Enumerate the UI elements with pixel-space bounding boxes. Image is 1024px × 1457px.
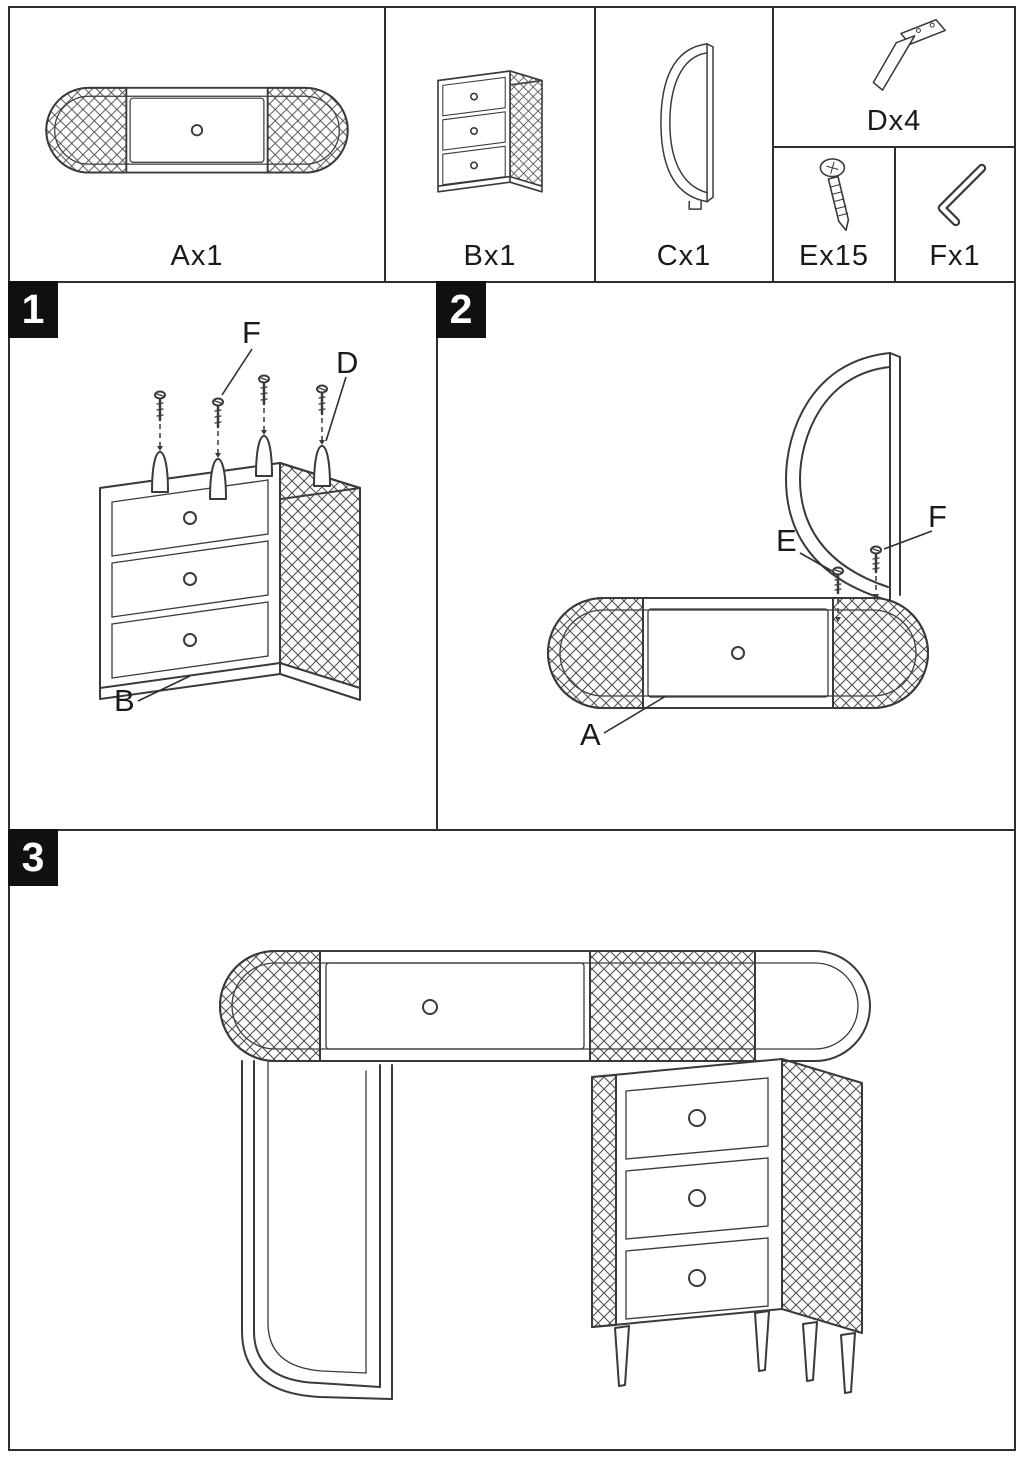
part-f-label: Fx1 bbox=[929, 240, 981, 272]
drawer-knob bbox=[470, 127, 478, 135]
screws-and-guides bbox=[832, 545, 882, 622]
desk-top bbox=[219, 950, 871, 1062]
callout-b: B bbox=[114, 683, 135, 718]
drawer-knob bbox=[688, 1189, 706, 1207]
parts-panel-f: Fx1 bbox=[894, 146, 1016, 283]
drawer-knob bbox=[183, 511, 197, 525]
part-d-drawing-area bbox=[774, 8, 1014, 107]
callout-f: F bbox=[928, 499, 947, 534]
curved-base-stand bbox=[241, 1060, 393, 1400]
screw-outline bbox=[819, 158, 850, 231]
drawer-unit bbox=[591, 1058, 863, 1334]
drawer-knob bbox=[470, 161, 478, 170]
screw-part-icon bbox=[819, 158, 850, 231]
part-f-drawing-area bbox=[896, 148, 1014, 242]
drawer-knob bbox=[688, 1109, 706, 1127]
desk-top-outline bbox=[45, 86, 349, 174]
curved-frame-assembly bbox=[785, 352, 901, 602]
drawer-knob bbox=[183, 633, 197, 647]
part-c-label: Cx1 bbox=[656, 240, 712, 272]
callout-e: E bbox=[776, 523, 797, 558]
parts-panel-d: Dx4 bbox=[772, 6, 1016, 148]
step-2-diagram bbox=[547, 352, 933, 734]
callout-f: F bbox=[242, 315, 261, 350]
part-a-drawing-area bbox=[10, 8, 384, 242]
parts-panel-a: Ax1 bbox=[8, 6, 386, 283]
cabinet-legs bbox=[614, 1310, 856, 1394]
drawer-knob bbox=[422, 999, 438, 1015]
drawer-unit-assembly bbox=[99, 462, 361, 701]
step-1-panel: 1 bbox=[8, 281, 438, 831]
callout-d: D bbox=[336, 345, 359, 380]
curved-frame-part-icon bbox=[660, 43, 714, 210]
step-2-number-badge: 2 bbox=[436, 281, 486, 338]
parts-panel-b: Bx1 bbox=[384, 6, 596, 283]
part-a-label: Ax1 bbox=[170, 240, 224, 272]
part-c-drawing-area bbox=[596, 8, 772, 242]
drawer-unit-outline bbox=[437, 70, 543, 193]
step-1-number-badge: 1 bbox=[8, 281, 58, 338]
drawer-knob bbox=[731, 646, 745, 660]
step-3-panel: 3 bbox=[8, 829, 1016, 1451]
callout-a: A bbox=[580, 717, 601, 752]
desk-top-assembly bbox=[547, 597, 929, 709]
desk-top-part-icon bbox=[45, 86, 349, 174]
parts-panel-e: Ex15 bbox=[772, 146, 896, 283]
part-e-drawing-area bbox=[774, 148, 894, 242]
leg-outline bbox=[872, 18, 946, 91]
drawer-knob bbox=[470, 92, 478, 101]
drawer-unit-part-icon bbox=[437, 70, 543, 193]
step-3-diagram bbox=[219, 950, 871, 1400]
step-2-panel: 2 bbox=[436, 281, 1016, 831]
part-d-label: Dx4 bbox=[866, 105, 922, 137]
leg-part-icon bbox=[872, 18, 946, 91]
drawer-knob bbox=[183, 572, 197, 586]
part-b-label: Bx1 bbox=[463, 240, 517, 272]
callout-leader-lines bbox=[137, 348, 347, 702]
drawer-knob bbox=[190, 123, 204, 136]
step-3-number-badge: 3 bbox=[8, 829, 58, 886]
allen-key-part-icon bbox=[937, 163, 987, 227]
parts-panel-c: Cx1 bbox=[594, 6, 774, 283]
screws-and-guides bbox=[154, 374, 328, 458]
drawer-knob bbox=[688, 1269, 706, 1287]
curved-frame-outline bbox=[660, 43, 714, 210]
step-1-diagram bbox=[99, 348, 361, 702]
part-e-label: Ex15 bbox=[798, 240, 870, 272]
leg-pegs bbox=[151, 435, 331, 500]
callout-leader-lines bbox=[603, 530, 933, 734]
part-b-drawing-area bbox=[386, 8, 594, 242]
allen-key-outline bbox=[937, 163, 987, 227]
